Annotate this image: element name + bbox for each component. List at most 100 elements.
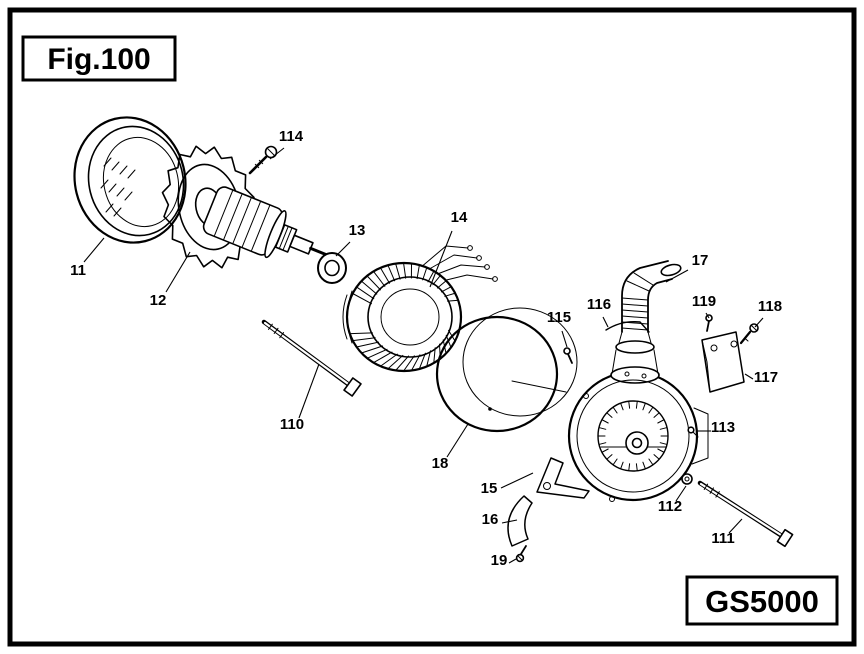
part-label-19: 19: [491, 552, 508, 569]
fan-blade-tick: [602, 448, 609, 453]
hose-corrugation-tick: [621, 309, 649, 313]
stator-winding-hatch: [353, 337, 376, 341]
stator-winding-hatch: [403, 355, 415, 371]
hose-corrugation-tick: [621, 297, 649, 301]
fan-blade-tick: [648, 458, 654, 465]
part-label-114: 114: [279, 128, 304, 145]
stator-winding-hatch: [381, 353, 398, 366]
part-label-15: 15: [481, 480, 498, 497]
blower-housing: [567, 349, 709, 502]
stator-winding-hatch: [353, 293, 372, 305]
stator-winding-hatch: [350, 332, 373, 335]
stator-winding-hatch: [374, 351, 393, 363]
part-label-13: 13: [349, 222, 366, 239]
leader-line-117: [744, 373, 754, 380]
fan-blade-tick: [635, 401, 638, 409]
part-label-111: 111: [711, 530, 734, 547]
leader-line-19: [508, 558, 517, 564]
stator-winding-hatch: [367, 348, 388, 359]
hose-corrugation-tick: [621, 303, 649, 307]
fan-blade-tick: [653, 454, 660, 460]
stator-winding-hatch: [380, 268, 390, 284]
part-label-115: 115: [547, 309, 571, 326]
part-label-113: 113: [711, 419, 735, 436]
part-14-stator: [342, 245, 498, 373]
armature: [202, 186, 332, 259]
stator-winding-hatch: [395, 264, 401, 280]
part-116-wire: [605, 320, 650, 333]
leader-line-110: [298, 363, 320, 419]
diagram-artwork: [73, 116, 794, 563]
leader-line-12: [165, 251, 191, 293]
fan-blade-tick: [620, 403, 624, 411]
fan-blade-tick: [599, 427, 607, 430]
part-117-bracket-plate: [701, 331, 745, 393]
hose-corrugation-tick: [621, 315, 649, 319]
stator-winding-hatch: [447, 299, 458, 302]
stator-winding-hatch: [419, 352, 426, 369]
fan-blade-tick: [659, 427, 667, 430]
leader-line-119: [705, 312, 710, 319]
model-number: GS5000: [705, 584, 819, 619]
fan-gear-teeth: [161, 145, 257, 269]
part-15-bracket: [536, 457, 590, 499]
part-19-screw: [515, 545, 527, 563]
leader-line-18: [446, 423, 469, 458]
fan-blade-tick: [612, 458, 618, 465]
stator-winding-hatch: [396, 355, 410, 370]
fan-blade-tick: [659, 442, 667, 445]
leader-line-114: [269, 147, 285, 160]
stator-winding-hatch: [367, 276, 381, 291]
fan-blade-tick: [612, 407, 618, 414]
model-number-box: GS5000: [685, 575, 839, 626]
hose-corrugation-tick: [626, 280, 650, 292]
leader-line-14: [429, 230, 453, 288]
stator-winding-hatch: [416, 265, 420, 280]
stator-winding-hatch: [436, 280, 446, 289]
stator-winding-hatch: [362, 345, 384, 354]
leader-line-111: [728, 518, 743, 534]
model-box-border: [685, 575, 839, 626]
leader-line-115: [561, 330, 568, 348]
part-16-curved-guard: [507, 495, 533, 547]
hose-corrugation-tick: [621, 327, 649, 331]
figure-box-border: [21, 35, 177, 82]
part-12-rotor-assembly: [161, 145, 332, 269]
stator-winding-hatch: [361, 281, 378, 295]
leader-line-118: [754, 317, 764, 328]
stator-winding-hatch: [357, 341, 380, 348]
part-13-bearing: [317, 252, 347, 284]
page-frame: [7, 7, 857, 647]
part-115-screw: [563, 347, 573, 364]
fan-blade-tick: [628, 463, 631, 471]
part-label-16: 16: [482, 511, 499, 528]
part-18-band: [435, 307, 578, 433]
fan-blade-tick: [628, 401, 631, 409]
part-label-17: 17: [692, 252, 709, 269]
part-label-112: 112: [658, 498, 682, 515]
part-label-110: 110: [280, 416, 304, 433]
fan-blade-tick: [642, 461, 646, 469]
stator-winding-hatch: [440, 286, 451, 293]
fan-blade-tick: [602, 419, 609, 424]
leader-line-116: [602, 316, 609, 328]
stator-winding-hatch: [433, 347, 436, 363]
stator-winding-hatch: [411, 354, 421, 370]
leader-line-112: [675, 485, 687, 502]
stator-winding-hatch: [422, 268, 427, 281]
fan-blade-tick: [606, 412, 613, 418]
stator-winding-hatch: [427, 271, 434, 283]
fan-blade-tick: [648, 407, 654, 414]
part-111-bolt: [697, 480, 794, 548]
part-112-washer: [681, 473, 693, 485]
leader-line-11: [83, 237, 105, 263]
fan-blade-tick: [642, 403, 646, 411]
part-113-pin: [687, 426, 699, 438]
fan-blade-tick: [599, 442, 607, 445]
part-17-elbow-hose: [615, 260, 682, 354]
part-label-116: 116: [587, 296, 611, 313]
stator-winding-hatch: [388, 354, 404, 369]
part-110-bolt: [261, 319, 362, 397]
part-label-18: 18: [432, 455, 449, 472]
stator-winding-hatch: [373, 271, 386, 287]
